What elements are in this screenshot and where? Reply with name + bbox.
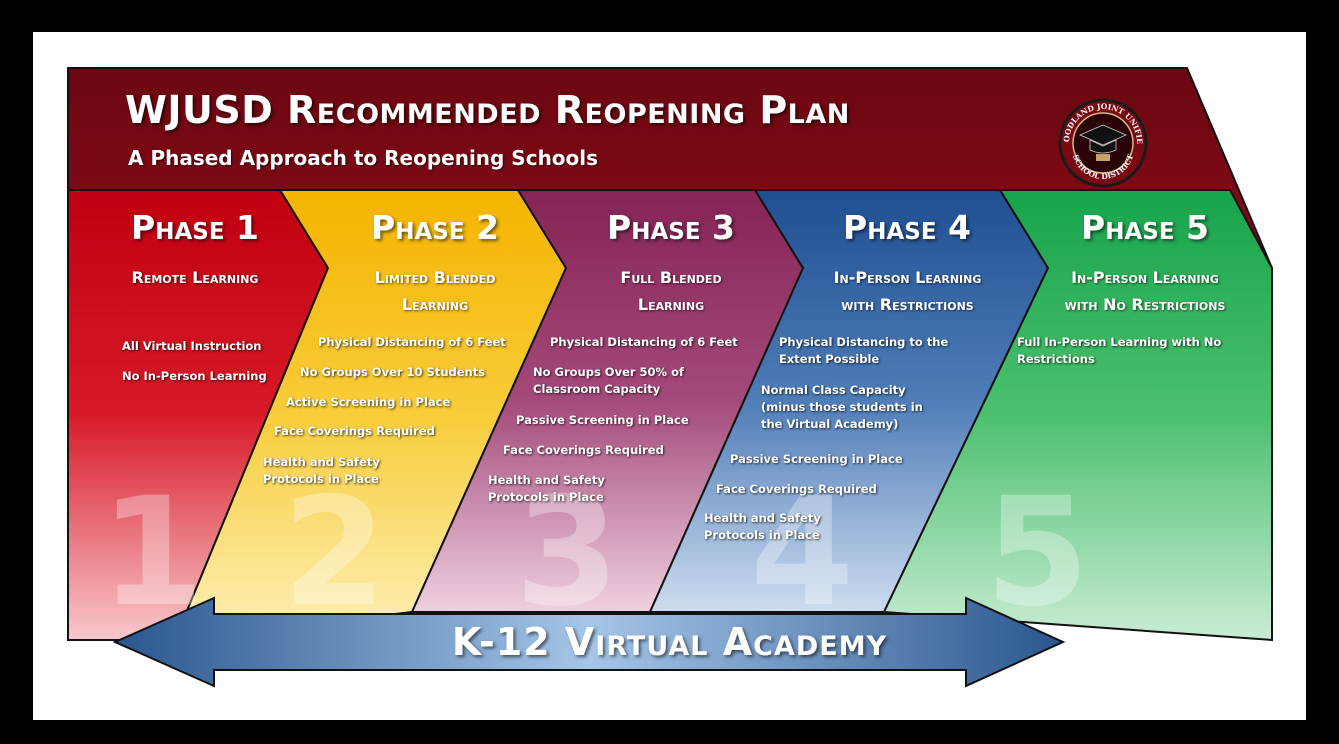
phase-2-bullet: Face Coverings Required	[274, 424, 435, 438]
phase-4-bullet: Passive Screening in Place	[730, 452, 903, 466]
phase-3-number: 3	[515, 466, 620, 640]
phase-4-bullet: Normal Class Capacity (minus those stude…	[761, 383, 923, 431]
phase-4-heading: Phase 4	[843, 208, 971, 247]
phase-5-name-line: In-Person Learning	[1071, 268, 1219, 287]
phase-2-bullet: No Groups Over 10 Students	[300, 365, 486, 379]
district-seal-logo: WOODLAND JOINT UNIFIED SCHOOL DISTRICT	[1058, 98, 1148, 188]
phase-2-bullet: Health and Safety Protocols in Place	[263, 455, 380, 486]
phase-3-name-line: Full Blended	[620, 268, 722, 287]
virtual-academy-label: K-12 Virtual Academy	[451, 620, 888, 664]
phase-2-name-line: Limited Blended	[374, 268, 496, 287]
phase-3-bullet: Face Coverings Required	[503, 443, 664, 457]
phase-1-bullet: All Virtual Instruction	[122, 339, 262, 353]
phase-4-name-line: In-Person Learning	[833, 268, 982, 287]
page-subtitle: A Phased Approach to Reopening Schools	[128, 146, 599, 170]
phase-3-name-line: Learning	[637, 295, 705, 314]
phase-3-name: Full Blended Learning	[576, 264, 766, 318]
virtual-academy-arrow	[112, 596, 1066, 688]
phase-2-number: 2	[282, 466, 387, 640]
phase-4-number: 4	[750, 466, 855, 640]
phase-1-number: 1	[100, 466, 205, 640]
phase-5-name: In-Person Learning with No Restrictions	[1035, 264, 1255, 318]
phase-3-bullet: Passive Screening in Place	[516, 413, 689, 427]
phase-5-bullet: Full In-Person Learning with No Restrict…	[1017, 335, 1222, 366]
phase-3-bullet: Physical Distancing of 6 Feet	[550, 335, 738, 349]
phase-4-bullet: Physical Distancing to the Extent Possib…	[779, 335, 949, 366]
phase-5-heading: Phase 5	[1081, 208, 1209, 247]
phase-2-bullet: Physical Distancing of 6 Feet	[318, 335, 506, 349]
phase-2-bullet: Active Screening in Place	[286, 395, 451, 409]
phase-1-heading: Phase 1	[131, 208, 259, 247]
phase-5-chevron	[882, 189, 1273, 642]
phase-2-heading: Phase 2	[371, 208, 499, 247]
phase-4-bullet: Face Coverings Required	[716, 482, 877, 496]
phase-5-number: 5	[985, 466, 1090, 640]
phase-3-bullet: Health and Safety Protocols in Place	[488, 473, 605, 504]
phase-1-name-line: Remote Learning	[131, 268, 259, 287]
phase-4-name: In-Person Learning with Restrictions	[800, 264, 1015, 318]
phase-5-name-line: with No Restrictions	[1064, 295, 1226, 314]
phase-3-heading: Phase 3	[607, 208, 735, 247]
phase-4-name-line: with Restrictions	[841, 295, 974, 314]
phase-2-name-line: Learning	[401, 295, 469, 314]
phase-4-bullet: Health and Safety Protocols in Place	[704, 511, 821, 542]
phase-1-bullet: No In-Person Learning	[122, 369, 267, 383]
phase-2-name: Limited Blended Learning	[340, 264, 530, 318]
page-title: WJUSD Recommended Reopening Plan	[125, 88, 850, 132]
phase-1-name: Remote Learning	[100, 264, 290, 291]
phase-3-bullet: No Groups Over 50% of Classroom Capacity	[533, 365, 684, 396]
